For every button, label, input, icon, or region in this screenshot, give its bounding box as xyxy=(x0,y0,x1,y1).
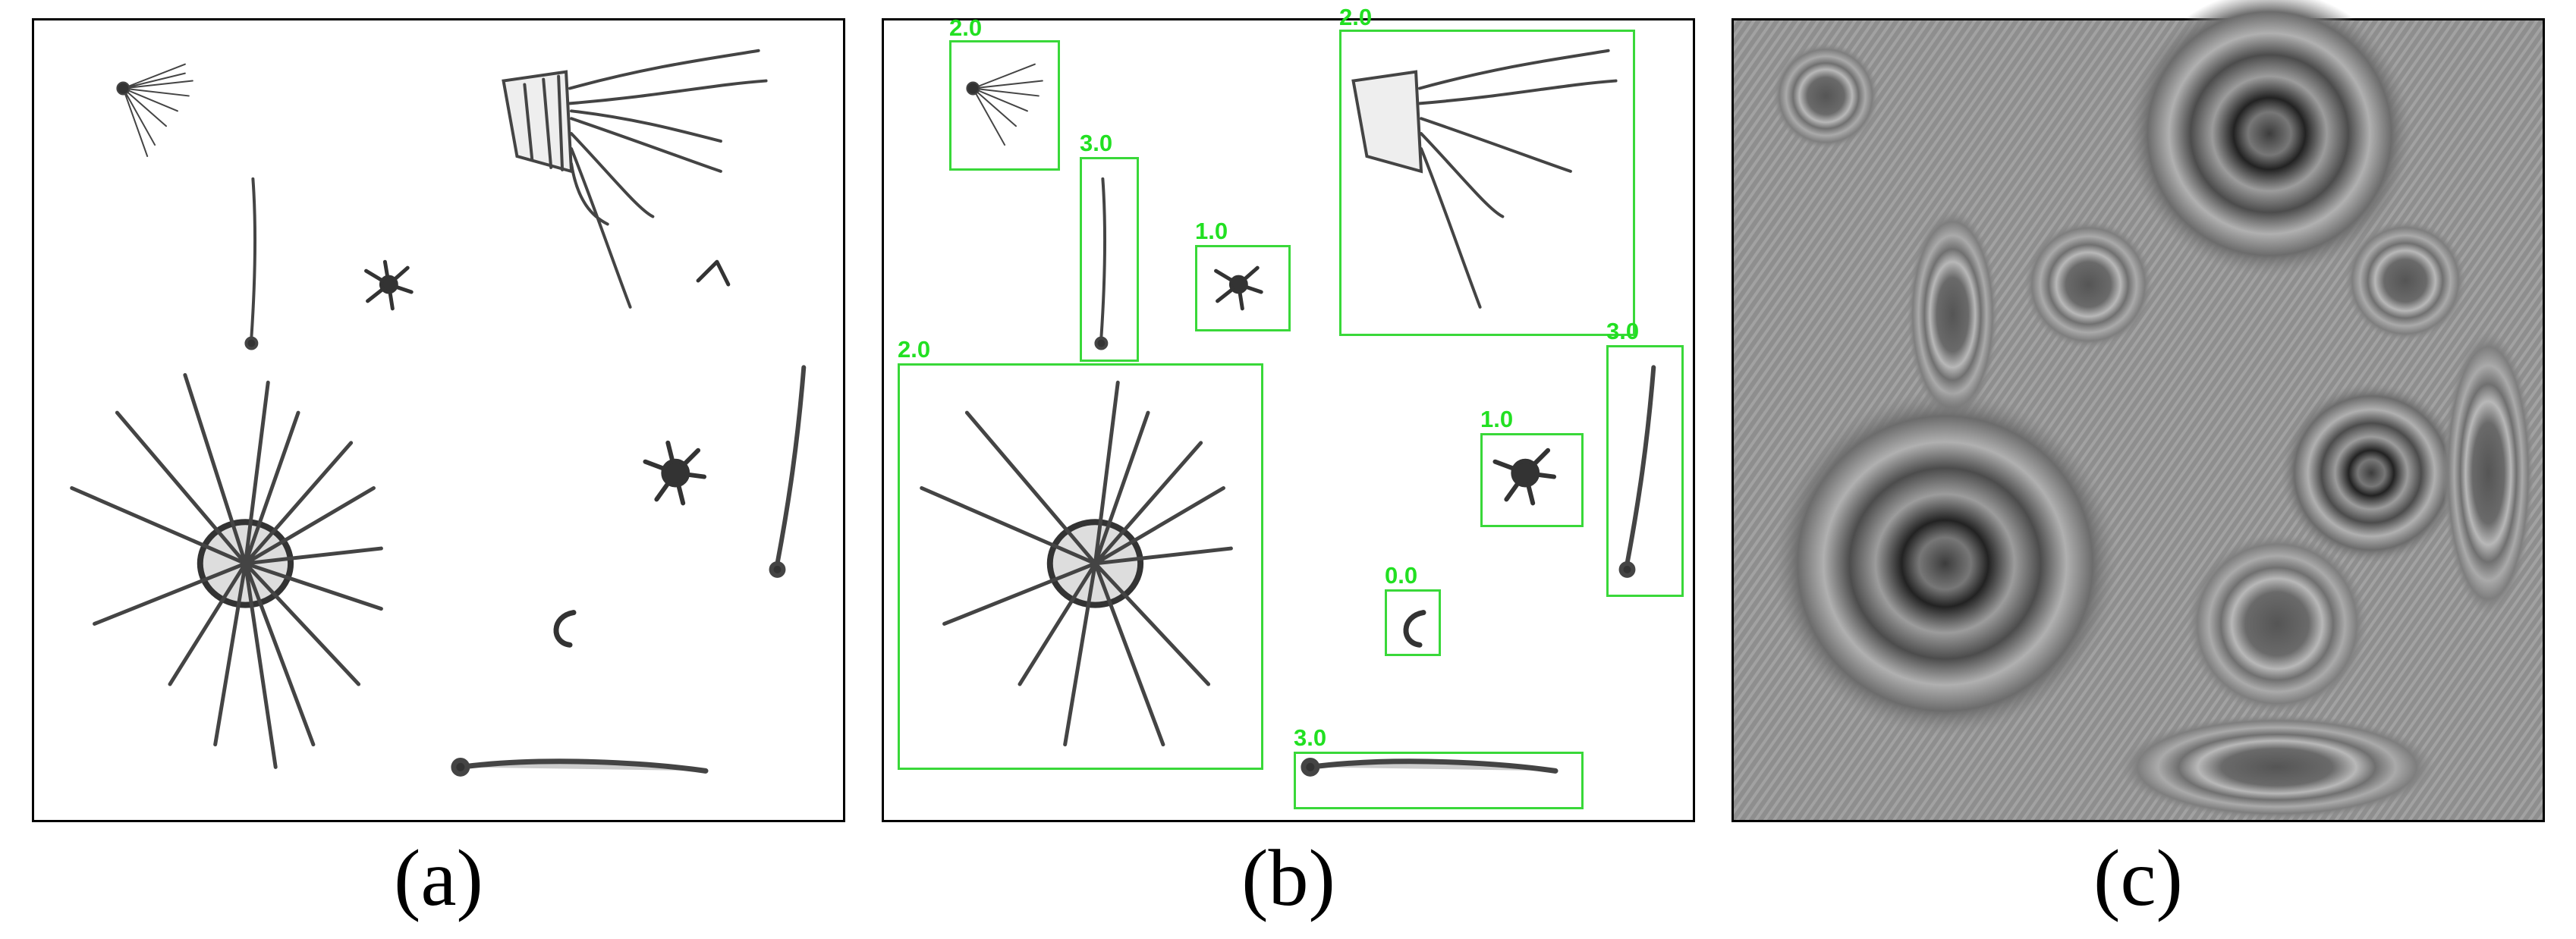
detection-label-radial: 2.0 xyxy=(898,336,931,363)
panel-c-hologram-image xyxy=(1731,0,2545,822)
organism-star-small-b xyxy=(1214,265,1263,311)
hologram-image xyxy=(1734,0,2543,820)
organism-debris xyxy=(696,259,731,287)
organism-rod-bottom-b xyxy=(1301,757,1558,777)
organism-rod-right xyxy=(769,365,807,578)
organism-radial xyxy=(70,372,383,769)
organism-rod-left-b xyxy=(1094,177,1109,350)
organism-star-medium-b xyxy=(1492,448,1557,506)
plankton-image-a xyxy=(70,49,807,777)
caption-b: (b) xyxy=(1241,834,1335,922)
panel-b-detection-image: 2.0 2.0 3.0 1.0 2.0 3.0 1.0 0.0 3.0 xyxy=(882,5,1695,822)
organism-jellyfish xyxy=(502,49,768,309)
caption-c: (c) xyxy=(2093,834,2183,922)
hologram-diffraction-rings xyxy=(1771,0,2534,820)
organism-c-shape xyxy=(553,610,577,648)
detection-label-star-medium: 1.0 xyxy=(1480,406,1514,432)
detection-box-star-small xyxy=(1195,245,1291,331)
organism-rod-bottom xyxy=(451,757,709,777)
panel-a-microscopy-image xyxy=(32,18,845,822)
detection-box-rod-left xyxy=(1080,157,1139,362)
organisms-a xyxy=(70,49,807,777)
detection-label-c-shape: 0.0 xyxy=(1385,562,1418,589)
detection-box-fan xyxy=(949,40,1060,171)
organism-fan-small xyxy=(116,63,193,157)
organism-radial-b xyxy=(920,380,1233,747)
detection-label-rod-right: 3.0 xyxy=(1606,318,1640,344)
detection-box-c-shape xyxy=(1385,589,1441,656)
detection-label-rod-bottom: 3.0 xyxy=(1294,724,1327,751)
detection-box-rod-bottom xyxy=(1294,752,1584,809)
organism-star-medium xyxy=(643,440,707,506)
detection-box-star-medium xyxy=(1480,433,1584,527)
organism-star-small xyxy=(364,259,414,311)
detection-box-radial xyxy=(898,363,1263,770)
detection-box-rod-right xyxy=(1606,345,1684,597)
organism-jellyfish-b xyxy=(1351,49,1618,309)
detection-label-jellyfish: 2.0 xyxy=(1339,4,1373,30)
caption-a: (a) xyxy=(394,834,483,922)
organism-fan-small-b xyxy=(966,63,1043,146)
organism-rod-right-b xyxy=(1618,365,1656,578)
detection-label-star-small: 1.0 xyxy=(1195,218,1228,244)
plankton-image-b xyxy=(920,49,1656,777)
organism-rod-left xyxy=(244,177,259,350)
detection-label-rod-left: 3.0 xyxy=(1080,130,1113,156)
organism-c-shape-b xyxy=(1403,610,1426,648)
detection-box-jellyfish xyxy=(1339,30,1635,336)
detection-label-fan: 2.0 xyxy=(949,14,983,41)
